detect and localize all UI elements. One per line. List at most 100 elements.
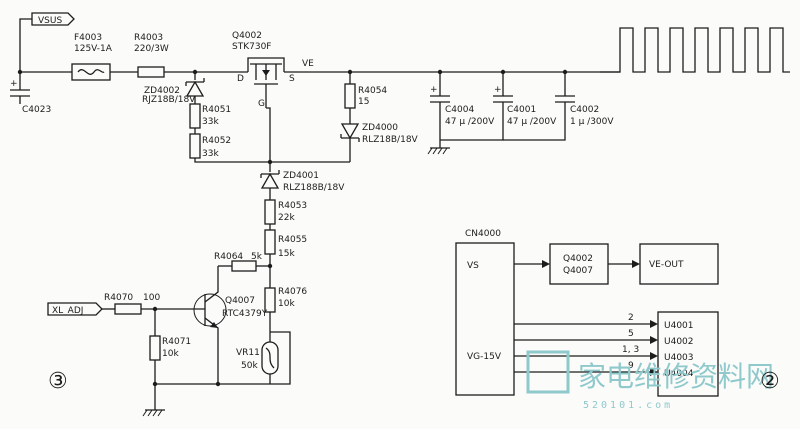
c4002-label: C4002	[570, 105, 599, 115]
r4071-value: 10k	[162, 349, 179, 359]
r4054-label: R4054	[358, 86, 387, 96]
vsus-port	[31, 12, 75, 26]
u4004-label: U4004	[664, 369, 694, 379]
pin-2: 2	[628, 313, 634, 323]
q4007: Q4007 RTC4379Y	[193, 266, 268, 384]
r4071-label: R4071	[162, 337, 191, 347]
cn4000-vs: VS	[467, 261, 479, 271]
r4051: R4051 33k	[189, 103, 231, 129]
watermark-url: 520101.com	[583, 400, 673, 411]
u4001-label: U4001	[664, 321, 694, 331]
ve-label: VE	[302, 59, 314, 69]
r4064-value: 5k	[251, 252, 263, 262]
zd4002: ZD4002 RJZ18B/18V	[142, 72, 205, 105]
c4023: + C4023	[10, 72, 51, 115]
c4001-label: C4001	[507, 105, 536, 115]
q4002-part: STK730F	[232, 42, 271, 52]
c4004-value: 47 μ /200V	[445, 117, 495, 127]
zd4000: ZD4000 RLZ18B/18V	[340, 123, 419, 162]
r4054-value: 15	[358, 97, 369, 107]
cn4000-label: CN4000	[465, 229, 501, 239]
box-q4007: Q4007	[563, 266, 593, 276]
zd4001-value: RLZ188B/18V	[283, 183, 345, 193]
r4051-label: R4051	[202, 105, 231, 115]
xl-adj-port: XL_ADJ	[47, 302, 103, 316]
pin-5: 5	[628, 329, 634, 339]
vr11-value: 50k	[241, 361, 258, 371]
vr11: VR11 50k	[236, 331, 291, 384]
circle-2-marker: ②	[760, 369, 780, 394]
zd4002-value: RJZ18B/18V	[142, 95, 196, 105]
r4064-label: R4064	[214, 252, 243, 262]
q4002: Q4002 STK730F D S G	[232, 31, 295, 109]
ve-out-label: VE-OUT	[649, 260, 684, 270]
r4070: R4070 100	[104, 293, 160, 315]
q4002-gate: G	[258, 99, 265, 109]
zd4002-label: ZD4002	[144, 86, 180, 96]
ve-waveform	[600, 27, 790, 73]
f4003-label: F4003	[74, 33, 102, 43]
svg-text:+: +	[10, 79, 18, 89]
r4052-label: R4052	[202, 136, 231, 146]
pin-1-3: 1, 3	[622, 345, 639, 355]
r4076: R4076 10k	[264, 287, 307, 313]
q4007-label: Q4007	[225, 296, 255, 306]
r4053-value: 22k	[278, 213, 295, 223]
c4001-value: 47 μ /200V	[507, 117, 557, 127]
block-diagram: CN4000 VS VG-15V Q4002 Q4007 VE-OUT U400…	[455, 229, 719, 397]
r4055-label: R4055	[278, 235, 307, 245]
r4003-label: R4003	[134, 33, 163, 43]
q4002-label: Q4002	[232, 31, 262, 41]
r4054: R4054 15	[344, 72, 387, 109]
u4003-label: U4003	[664, 353, 694, 363]
r4070-label: R4070	[104, 293, 133, 303]
c4004-label: C4004	[445, 105, 474, 115]
u4002-label: U4002	[664, 337, 694, 347]
r4076-label: R4076	[278, 287, 307, 297]
r4052-value: 33k	[202, 149, 219, 159]
u-box	[657, 311, 719, 397]
r4051-value: 33k	[202, 117, 219, 127]
q4002-q4007-box	[549, 243, 609, 285]
q4002-source: S	[289, 74, 295, 84]
r4053: R4053 22k	[264, 199, 307, 225]
zd4000-label: ZD4000	[362, 123, 398, 133]
r4003-value: 220/3W	[134, 44, 169, 54]
cn4000-vg: VG-15V	[467, 352, 502, 362]
ground-caps	[427, 147, 450, 155]
r4053-label: R4053	[278, 201, 307, 211]
circle-3-marker: ③	[48, 369, 68, 394]
vr11-label: VR11	[236, 348, 260, 358]
zd4001: ZD4001 RLZ188B/18V	[260, 170, 345, 200]
q4007-part: RTC4379Y	[222, 309, 268, 319]
watermark: 家电维修资料网 520101.com	[526, 350, 774, 411]
box-q4002: Q4002	[563, 254, 593, 264]
r4052: R4052 33k	[189, 133, 231, 159]
r4003: R4003 220/3W	[134, 33, 169, 78]
ground-bottom	[142, 409, 165, 417]
r4064: R4064 5k	[214, 252, 270, 272]
r4071: R4071 10k	[149, 309, 191, 410]
zd4000-value: RLZ18B/18V	[362, 135, 419, 145]
c4002: C4002 1 μ /300V	[503, 69, 614, 141]
r4070-value: 100	[143, 293, 160, 303]
watermark-text: 家电维修资料网	[578, 360, 774, 393]
svg-text:+: +	[430, 85, 438, 95]
c4023-label: C4023	[22, 105, 51, 115]
f4003: F4003 125V-1A	[71, 33, 113, 81]
cn4000-box	[455, 242, 515, 396]
xl-adj-label: XL_ADJ	[52, 306, 83, 316]
f4003-value: 125V-1A	[74, 44, 113, 54]
r4055-value: 15k	[278, 249, 295, 259]
pin-9: 9	[628, 361, 634, 371]
vsus-net: VSUS	[19, 12, 75, 72]
vsus-label: VSUS	[38, 16, 62, 26]
svg-text:+: +	[494, 85, 502, 95]
zd4001-label: ZD4001	[283, 171, 319, 181]
c4002-value: 1 μ /300V	[570, 117, 614, 127]
r4055: R4055 15k	[264, 229, 307, 259]
c4004: + C4004 47 μ /200V	[430, 69, 495, 148]
q4002-drain: D	[237, 74, 244, 84]
r4076-value: 10k	[278, 299, 295, 309]
